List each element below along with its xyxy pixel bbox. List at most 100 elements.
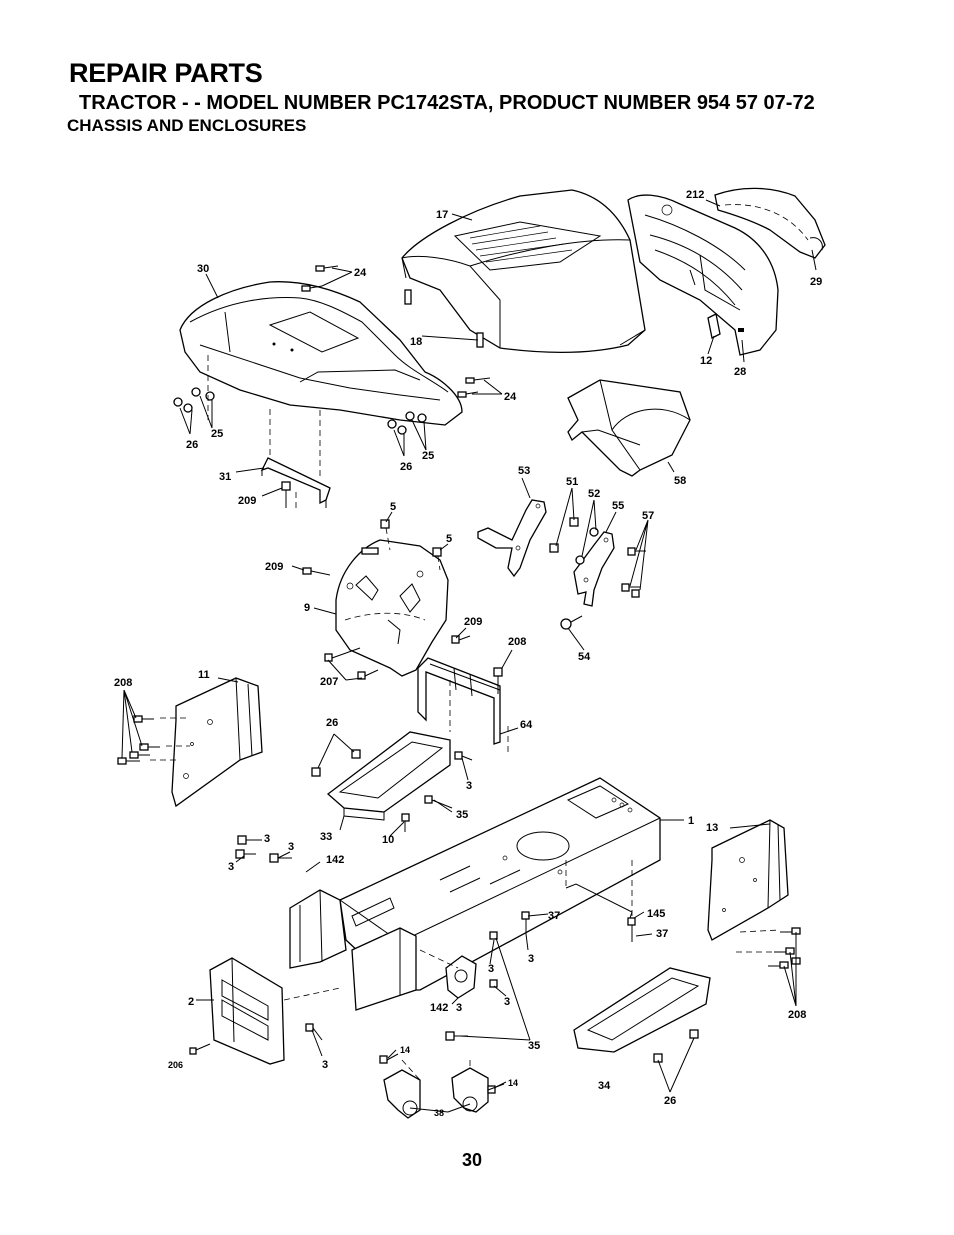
callout-3-center-a: 3 [528,953,534,965]
nut-5-b [432,547,442,557]
callout-33: 33 [320,831,332,843]
callout-26-right: 26 [400,461,412,473]
front-bracket-part [289,889,347,969]
nut-washer-left [173,387,215,413]
callout-5-b: 5 [446,533,452,545]
hardware-fasteners [117,265,801,1094]
callout-58: 58 [674,475,686,487]
bolts-3-left [235,835,292,863]
callout-10: 10 [382,834,394,846]
dash-panel-part [335,539,449,677]
callout-28: 28 [734,366,746,378]
callout-208-left: 208 [114,677,132,689]
bolt-3-center [489,931,498,988]
callout-52: 52 [588,488,600,500]
nut-26-mid [311,749,361,777]
bolt-54 [560,615,583,630]
callout-26-lower: 26 [664,1095,676,1107]
bolt-209-b [302,567,331,576]
callout-142-right: 142 [430,1002,448,1014]
nuts-26-lower [653,1029,699,1063]
bolt-3-mid [454,751,473,761]
callout-labels: 17 212 29 30 24 18 12 28 24 26 25 26 25 … [114,189,822,1118]
callout-17: 17 [436,209,448,221]
bracket-55-part [573,531,615,607]
left-side-plate-part [171,677,263,808]
bolt-209-a [281,481,291,508]
callout-24-mid: 24 [504,391,517,403]
callout-53: 53 [518,465,530,477]
assembly-lines [150,355,781,1081]
right-footrest-part [573,967,711,1053]
callout-209-c: 209 [464,616,482,628]
hood-part [401,189,646,354]
callout-1: 1 [688,815,694,827]
page-number: 30 [462,1150,483,1170]
callout-3-center-c: 3 [456,1002,462,1014]
bolts-57 [621,547,646,598]
callout-55: 55 [612,500,624,512]
page-title: REPAIR PARTS [69,58,263,88]
callout-11: 11 [198,669,210,681]
callout-29: 29 [810,276,822,288]
callout-51: 51 [566,476,578,488]
fender-part [179,281,463,426]
callout-13: 13 [706,822,718,834]
nut-washer-right [387,411,427,435]
callout-26-mid: 26 [326,717,338,729]
bumper-plate-part [209,957,285,1065]
bolt-208-left [117,715,160,765]
nut-5-a [380,519,390,529]
callout-142-left: 142 [326,854,344,866]
callout-37-a: 37 [548,910,560,922]
model-subtitle: TRACTOR - - MODEL NUMBER PC1742STA, PROD… [79,92,815,114]
callout-24-top: 24 [354,267,367,279]
callout-57: 57 [642,510,654,522]
callout-209-a: 209 [238,495,256,507]
rear-bracket-part [351,927,417,1011]
callout-3-center-b: 3 [488,963,494,975]
callout-5-a: 5 [390,501,396,513]
hitch-plate-right-part [451,1067,489,1113]
callout-212: 212 [686,189,704,201]
callout-207: 207 [320,676,338,688]
bolt-206 [189,1043,211,1055]
callout-14-left: 14 [400,1045,410,1055]
hitch-plate-left-part [383,1069,421,1119]
callout-3-lower: 3 [322,1059,328,1071]
callout-206: 206 [168,1060,183,1070]
callout-34: 34 [598,1080,611,1092]
pivot-bracket-part [445,955,477,999]
callout-208-right: 208 [788,1009,806,1021]
bolt-37-b [627,917,636,942]
footrest-guard-part [567,379,691,477]
callout-3-left-a: 3 [264,833,270,845]
latch-part [707,313,744,339]
bolt-24-top [301,265,339,292]
callout-208-top: 208 [508,636,526,648]
callout-30: 30 [197,263,209,275]
callout-2: 2 [188,996,194,1008]
bracket-53-part [477,499,547,578]
callout-3-left-b: 3 [288,841,294,853]
bolt-209-c [451,635,471,644]
section-title: CHASSIS AND ENCLOSURES [67,116,307,135]
callout-3-center-d: 3 [504,996,510,1008]
callout-3-left-c: 3 [228,861,234,873]
callout-12: 12 [700,355,712,367]
right-side-plate-part [707,819,789,941]
callout-26-left: 26 [186,439,198,451]
callout-35-lower: 35 [528,1040,540,1052]
callout-18: 18 [410,336,422,348]
callout-31: 31 [219,471,231,483]
callout-9: 9 [304,602,310,614]
left-footrest-part [326,731,451,821]
fender-bracket-part [260,457,331,508]
callout-3-mid: 3 [466,780,472,792]
callout-37-b: 37 [656,928,668,940]
bolt-24-mid [457,377,491,398]
leader-lines [121,199,817,1113]
grille-screen-part [714,187,826,259]
callout-209-b: 209 [265,561,283,573]
